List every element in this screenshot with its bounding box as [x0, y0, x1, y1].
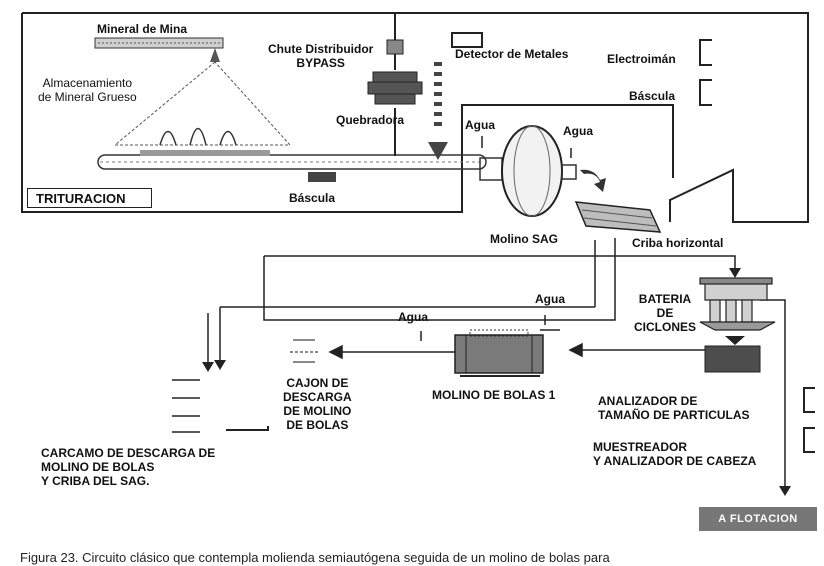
sampler-label: MUESTREADOR Y ANALIZADOR DE CABEZA: [593, 440, 757, 468]
figure-caption: Figura 23. Circuito clásico que contempl…: [20, 550, 610, 565]
crushing-section-label: TRITURACION: [27, 188, 152, 208]
flow-arrowheads: [202, 268, 791, 496]
conveyor-scale: [308, 172, 336, 182]
electromagnet-label: Electroimán: [607, 52, 676, 66]
to-flotation-box: A FLOTACION: [699, 507, 817, 531]
metal-detector: [451, 32, 483, 48]
particle-size-analyzer-label: ANALIZADOR DE TAMAÑO DE PARTICULAS: [598, 394, 750, 422]
water-label-3: Agua: [535, 292, 565, 306]
chute-bypass: [386, 39, 404, 156]
stockpile-feeders: [159, 127, 237, 146]
main-conveyor: [97, 150, 487, 170]
crusher-label: Quebradora: [336, 113, 405, 127]
water-arrows-sag: [481, 136, 572, 158]
water-label-1: Agua: [465, 118, 495, 132]
horizontal-screen-label: Criba horizontal: [632, 236, 724, 250]
cyclone-battery: [699, 277, 776, 331]
water-label-2: Agua: [563, 124, 593, 138]
sag-mill-label: Molino SAG: [490, 232, 558, 246]
discharge-box: [290, 339, 318, 363]
coarse-ore-storage-label: Almacenamiento de Mineral Grueso: [38, 76, 137, 104]
sump-label: CARCAMO DE DESCARGA DE MOLINO DE BOLAS Y…: [41, 446, 216, 488]
ball-mill-label: MOLINO DE BOLAS 1: [432, 388, 556, 402]
ball-mill: [454, 329, 544, 377]
conveyor-scale-label: Báscula: [289, 191, 336, 205]
horizontal-screen: [574, 201, 662, 233]
electroiman-bracket: [699, 39, 712, 66]
sampler-brackets: [803, 387, 815, 453]
mine-ore-feeder: [94, 37, 224, 62]
lower-circuit-lines: [207, 238, 786, 490]
water-label-4: Agua: [398, 310, 428, 324]
crusher: [367, 71, 423, 105]
to-discharge-box-line: [328, 344, 455, 360]
coarse-ore-stockpile: [113, 61, 292, 146]
cyclone-battery-label: BATERIA DE CICLONES: [634, 292, 697, 334]
water-arrows-ball-mill: [420, 315, 560, 341]
bypass-dashes: [428, 62, 448, 160]
sump: [172, 379, 269, 433]
sag-mill: [479, 125, 606, 217]
discharge-box-label: CAJON DE DESCARGA DE MOLINO DE BOLAS: [283, 376, 352, 432]
metal-detector-label: Detector de Metales: [455, 47, 569, 61]
to-ball-mill-line: [568, 342, 705, 358]
mine-ore-label: Mineral de Mina: [97, 22, 188, 36]
bascula-top-bracket: [699, 79, 712, 106]
outer-frame: [21, 12, 809, 223]
chute-bypass-label: Chute Distribuidor BYPASS: [268, 42, 374, 70]
top-scale-label: Báscula: [629, 89, 676, 103]
particle-size-analyzer-unit: [704, 345, 761, 373]
